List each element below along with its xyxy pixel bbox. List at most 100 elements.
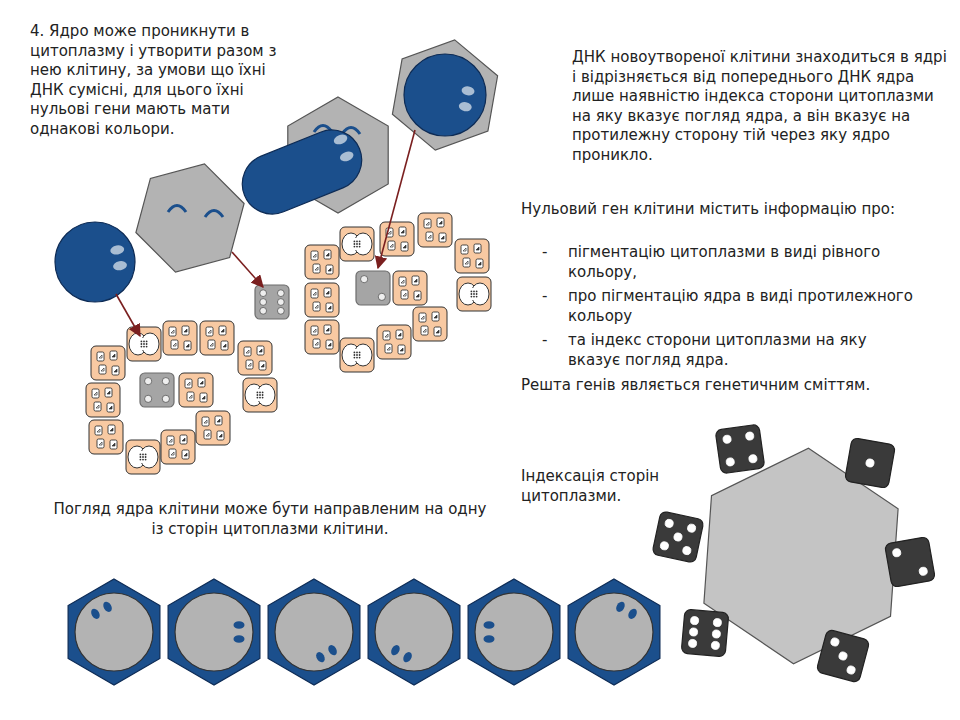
- tile-dot: [354, 243, 356, 245]
- gene-glyph-mark: [313, 292, 316, 295]
- leader-arrow: [232, 252, 263, 287]
- tile-body: [243, 378, 277, 412]
- tile-dot: [471, 291, 473, 293]
- die-pip: [260, 307, 267, 314]
- gene-glyph-mark: [328, 343, 331, 346]
- tile-blob-core: [255, 389, 265, 401]
- tile-dot: [257, 392, 259, 394]
- nucleus-eye: [614, 600, 626, 613]
- label-slot: про пігментацію ядра в виді протилежного…: [568, 287, 913, 326]
- gene-glyph-mark: [219, 434, 222, 437]
- tile-dot: [476, 291, 478, 293]
- cell-nucleus: [175, 593, 253, 671]
- gene-glyph: [198, 378, 205, 387]
- gene-glyph-mark: [426, 222, 429, 225]
- nucleus-eye: [327, 643, 339, 656]
- gene-glyph: [324, 325, 331, 334]
- gene-glyph: [463, 258, 470, 267]
- nucleus-circle: [404, 54, 486, 136]
- gene-glyph-mark: [416, 294, 419, 297]
- note-text: Погляд ядра клітини може бути направлени…: [50, 500, 490, 539]
- tile-body: [413, 307, 447, 341]
- gene-glyph-mark: [259, 349, 262, 352]
- cytoplasm-eye: [205, 211, 223, 218]
- die-pip: [688, 639, 697, 648]
- gene-glyph-mark: [107, 391, 110, 394]
- gene-glyph-mark: [414, 279, 417, 282]
- tile-dot: [259, 394, 261, 396]
- gene-glyph: [324, 250, 331, 259]
- gene-glyph-mark: [387, 347, 390, 350]
- gene-glyph: [412, 276, 419, 285]
- tile-dot: [259, 397, 261, 399]
- gene-tile: [413, 307, 447, 341]
- gene-glyph: [383, 331, 390, 340]
- nucleus-eye: [339, 150, 355, 163]
- tile-dot: [146, 346, 148, 348]
- gene-tile: [238, 341, 272, 375]
- die-pip: [690, 616, 699, 625]
- gene-glyph-mark: [171, 330, 174, 333]
- tile-body: [127, 327, 161, 361]
- gene-glyph-mark: [403, 293, 406, 296]
- gene-glyph: [202, 417, 209, 426]
- cell-nucleus: [575, 593, 653, 671]
- gene-glyph-mark: [403, 245, 406, 248]
- gene-tile: [393, 271, 427, 305]
- note-text: та індекс сторони цитоплазми на яку вказ…: [568, 331, 913, 370]
- cell-nucleus: [275, 593, 353, 671]
- gene-glyph: [474, 244, 481, 253]
- gene-glyph-mark: [326, 328, 329, 331]
- gene-glyph: [419, 313, 426, 322]
- die-pip: [748, 454, 757, 463]
- gene-glyph: [326, 265, 333, 274]
- gene-glyph-mark: [400, 348, 403, 351]
- gene-glyph: [398, 345, 405, 354]
- label-slot: -: [542, 287, 556, 307]
- die-body: [652, 511, 704, 563]
- die-pip: [277, 290, 284, 297]
- nucleus-eye: [332, 133, 348, 146]
- tile-blob: [140, 446, 158, 468]
- gene-glyph-mark: [421, 316, 424, 319]
- side-die: [140, 373, 174, 407]
- tile-dot: [471, 293, 473, 295]
- tile-blob: [471, 283, 489, 305]
- tile-dot: [257, 397, 259, 399]
- gene-glyph-mark: [114, 369, 117, 372]
- tile-dot: [354, 241, 356, 243]
- die-pip: [682, 546, 691, 555]
- gene-glyph-mark: [200, 381, 203, 384]
- gene-glyph: [107, 403, 114, 412]
- nucleus-eye: [89, 607, 101, 620]
- tile-dot: [145, 459, 147, 461]
- tile-dot: [356, 241, 358, 243]
- gene-glyph-mark: [184, 329, 187, 332]
- tile-dot: [359, 246, 361, 248]
- tile-dot: [354, 246, 356, 248]
- die-pip: [361, 276, 368, 283]
- gene-glyph-mark: [189, 395, 192, 398]
- leader-arrow: [116, 294, 140, 336]
- die-pip: [260, 299, 267, 306]
- die-pip: [713, 618, 722, 627]
- cell-hexagon: [368, 579, 460, 685]
- tile-dot: [476, 293, 478, 295]
- gene-glyph: [112, 366, 119, 375]
- gene-glyph: [437, 218, 444, 227]
- tile-dot: [141, 341, 143, 343]
- tile-body: [305, 245, 339, 279]
- gene-glyph: [426, 232, 433, 241]
- tile-body: [457, 277, 491, 311]
- gene-glyph-mark: [99, 442, 102, 445]
- side-die: [255, 285, 289, 319]
- tile-dot: [359, 354, 361, 356]
- gene-glyph-mark: [217, 419, 220, 422]
- tile-dot: [262, 397, 264, 399]
- die-pip: [892, 548, 901, 557]
- gene-glyph: [180, 435, 187, 444]
- gene-tile: [126, 440, 160, 474]
- nucleus-eye: [402, 650, 414, 663]
- tile-body: [200, 321, 234, 355]
- tile-blob-core: [352, 238, 362, 250]
